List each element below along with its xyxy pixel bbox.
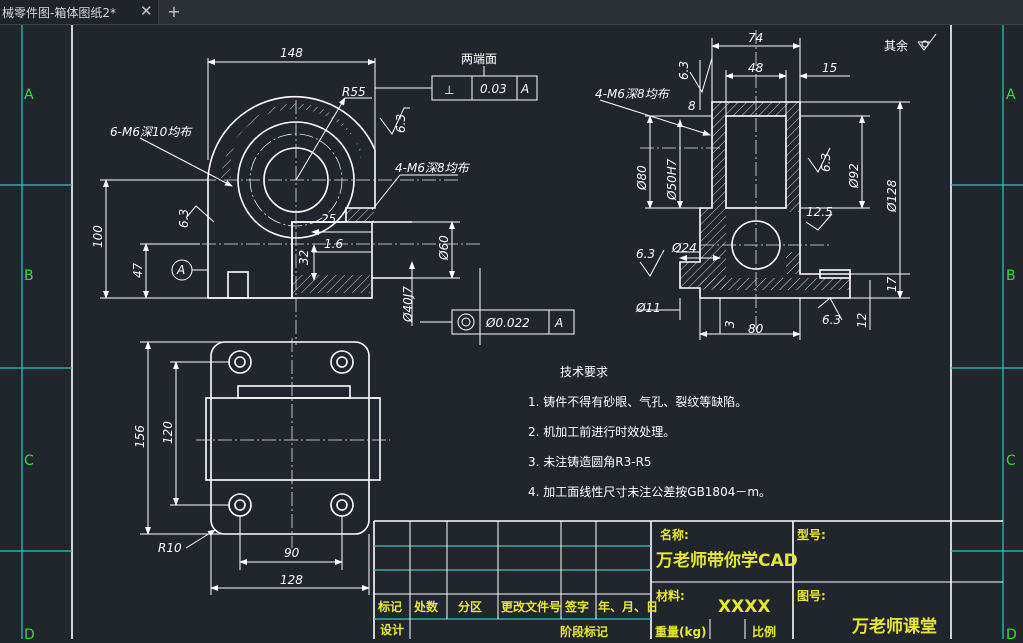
front-view <box>100 58 481 345</box>
dim-90: 90 <box>284 546 300 560</box>
dim-d24: Ø24 <box>671 241 697 255</box>
dim-r10: R10 <box>158 541 182 555</box>
tb-header-sign: 签字 <box>564 599 589 614</box>
dim-1-6: 1.6 <box>324 237 343 251</box>
tb-header-change-doc: 更改文件号 <box>501 599 561 614</box>
concentricity-value: Ø0.022 <box>485 316 530 330</box>
tb-material-label: 材料: <box>655 588 685 603</box>
zone-right-d: D <box>1006 627 1017 639</box>
zone-left-d: D <box>24 627 35 639</box>
dim-15: 15 <box>822 61 837 75</box>
zone-right-a: A <box>1006 87 1016 103</box>
zone-left-b: B <box>24 268 34 284</box>
dim-120: 120 <box>161 421 175 444</box>
datum-a: A <box>176 263 185 277</box>
perp-datum: A <box>520 82 529 96</box>
dim-d60: Ø60 <box>437 235 451 261</box>
note-6-holes: 6-M6深10均布 <box>110 125 193 139</box>
ra-side-5: 6.3 <box>822 313 841 327</box>
perpendicularity-frame: ⊥ 0.03 A <box>375 66 538 101</box>
tech-item-2: 2. 机加工前进行时效处理。 <box>528 424 675 439</box>
tb-header-mark: 标记 <box>377 599 402 614</box>
dim-100: 100 <box>91 225 105 248</box>
zone-right-c: C <box>1006 453 1016 469</box>
tb-stage-label: 阶段标记 <box>560 624 608 639</box>
perp-value: 0.03 <box>480 82 507 96</box>
cad-drawing: A B C D A B C D 其余 <box>0 25 1023 643</box>
document-tab[interactable]: 械零件图-箱体图纸2* ✕ <box>0 0 159 24</box>
perp-symbol-icon: ⊥ <box>444 83 454 97</box>
dim-d92: Ø92 <box>847 163 861 189</box>
tb-weight-label: 重量(kg) <box>655 624 707 639</box>
tb-name-value: 万老师带你学CAD <box>655 550 798 571</box>
dim-12: 12 <box>855 313 869 328</box>
dim-74: 74 <box>748 31 763 45</box>
tb-scale-label: 比例 <box>752 624 776 639</box>
note-both-faces: 两端面 <box>461 52 497 66</box>
dim-d11: Ø11 <box>635 301 661 315</box>
tb-design-label: 设计 <box>380 622 404 637</box>
close-tab-icon[interactable]: ✕ <box>140 2 153 20</box>
tb-drawing-number-label: 图号: <box>797 588 826 603</box>
dim-r55: R55 <box>342 85 366 99</box>
roughness-global-label: 其余 <box>884 38 908 53</box>
new-tab-button[interactable]: + <box>167 2 181 21</box>
dim-156: 156 <box>133 425 147 448</box>
document-tab-title: 械零件图-箱体图纸2* <box>2 6 116 20</box>
dim-17: 17 <box>885 276 899 292</box>
ra-front-top: 6.3 <box>394 114 408 133</box>
tech-item-4: 4. 加工面线性尺寸未注公差按GB1804－m。 <box>528 484 771 499</box>
note-4-holes-side: 4-M6深8均布 <box>595 87 671 101</box>
concentricity-frame: Ø0.022 A <box>420 309 575 335</box>
tech-item-1: 1. 铸件不得有砂眼、气孔、裂纹等缺陷。 <box>528 394 747 409</box>
ra-side-3: 12.5 <box>806 205 833 219</box>
ra-front-left: 6.3 <box>177 209 191 228</box>
dim-d50h7: Ø50H7 <box>665 158 679 201</box>
roughness-symbol-icon <box>917 33 937 51</box>
ra-side-2: 6.3 <box>819 153 833 172</box>
dim-128-top: 128 <box>280 573 303 587</box>
tb-header-zone: 分区 <box>458 599 482 614</box>
sheet-frame <box>0 25 1023 639</box>
zone-left-c: C <box>24 453 34 469</box>
note-4-holes-front: 4-M6深8均布 <box>395 161 471 175</box>
tb-header-count: 处数 <box>413 599 439 614</box>
tb-drawing-number-value: 万老师课堂 <box>851 616 937 637</box>
tech-item-3: 3. 未注铸造圆角R3-R5 <box>528 454 652 469</box>
dim-32: 32 <box>297 250 311 265</box>
tech-title: 技术要求 <box>560 365 608 379</box>
drawing-canvas[interactable]: A B C D A B C D 其余 <box>0 25 1023 643</box>
top-view <box>140 338 390 595</box>
roughness-circle-icon <box>921 40 929 48</box>
ra-side-4: 6.3 <box>636 247 655 261</box>
dim-25: 25 <box>321 212 336 226</box>
tb-name-label: 名称: <box>660 527 689 542</box>
zone-left-a: A <box>24 87 34 103</box>
dim-48: 48 <box>748 61 764 75</box>
ra-side-1: 6.3 <box>677 61 691 80</box>
side-section-view <box>599 30 910 340</box>
zone-right-b: B <box>1006 268 1016 284</box>
tb-model-label: 型号: <box>797 527 826 542</box>
dim-148: 148 <box>280 46 303 60</box>
dim-47: 47 <box>131 262 145 278</box>
concentricity-datum: A <box>554 316 563 330</box>
dim-d40: Ø40J7 <box>401 286 415 323</box>
dim-d128-side: Ø128 <box>885 179 899 213</box>
dim-80: 80 <box>748 322 764 336</box>
dim-3: 3 <box>723 320 737 328</box>
tab-bar: 械零件图-箱体图纸2* ✕ + <box>0 0 1023 25</box>
dim-d80-vertical: Ø80 <box>635 165 649 191</box>
tb-header-date: 年、月、日 <box>598 599 658 614</box>
dim-8: 8 <box>688 99 696 113</box>
tb-material-value: XXXX <box>718 597 770 617</box>
title-block <box>373 520 1003 639</box>
